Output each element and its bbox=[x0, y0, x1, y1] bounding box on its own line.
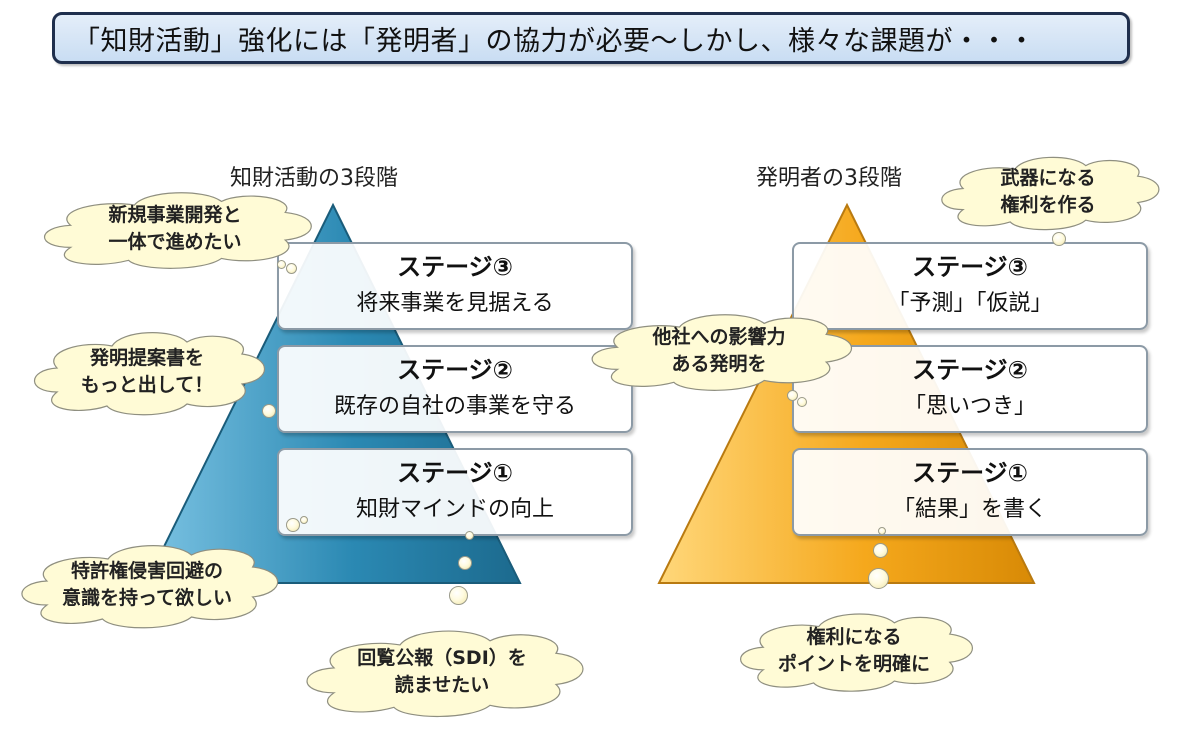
cloud-outline bbox=[741, 614, 973, 691]
stage-description: 「結果」を書く bbox=[892, 497, 1047, 522]
right-stage-2: ステージ② 「思いつき」 bbox=[792, 345, 1148, 433]
stage-description: 既存の自社の事業を守る bbox=[333, 394, 576, 419]
cloud-tail-dot bbox=[797, 397, 807, 407]
cloud-tail-dot bbox=[286, 518, 300, 532]
cloud-outline bbox=[592, 315, 851, 391]
cloud-tail-dot bbox=[787, 390, 798, 401]
left-stage-2: ステージ② 既存の自社の事業を守る bbox=[277, 345, 633, 433]
stage-name: ステージ③ bbox=[912, 253, 1028, 281]
cloud-tail-dot bbox=[873, 543, 888, 558]
stage-name: ステージ② bbox=[912, 356, 1028, 384]
cloud-weapon: 武器になる権利を作る bbox=[930, 148, 1166, 236]
cloud-text: 回覧公報（SDI）を読ませたい bbox=[357, 647, 527, 696]
cloud-outline bbox=[942, 157, 1159, 229]
cloud-right-point: 権利になるポイントを明確に bbox=[728, 604, 980, 698]
cloud-text: 権利になるポイントを明確に bbox=[777, 626, 930, 675]
cloud-tail-dot bbox=[1052, 232, 1066, 246]
left-stage-3: ステージ③ 将来事業を見据える bbox=[277, 242, 633, 330]
cloud-tail-dot bbox=[465, 531, 474, 540]
cloud-outline bbox=[45, 193, 312, 269]
stage-description: 知財マインドの向上 bbox=[355, 497, 554, 522]
page-title: 「知財活動」強化には「発明者」の協力が必要〜しかし、様々な課題が・・・ bbox=[52, 12, 1130, 64]
cloud-proposal: 発明提案書をもっと出して！ bbox=[22, 322, 272, 422]
stage-description: 「予測」「仮説」 bbox=[887, 291, 1053, 316]
cloud-tail-dot bbox=[277, 260, 286, 269]
cloud-text: 発明提案書をもっと出して！ bbox=[80, 347, 214, 396]
cloud-new-business: 新規事業開発と一体で進めたい bbox=[30, 183, 320, 275]
cloud-impact: 他社への影響力ある発明を bbox=[578, 305, 860, 397]
stage-name: ステージ② bbox=[397, 356, 513, 384]
left-stage-1: ステージ① 知財マインドの向上 bbox=[277, 448, 633, 536]
stage-description: 「思いつき」 bbox=[903, 394, 1036, 419]
stage-name: ステージ③ bbox=[397, 253, 513, 281]
cloud-tail-dot bbox=[286, 263, 297, 274]
stage-name: ステージ① bbox=[397, 459, 513, 487]
stage-description: 将来事業を見据える bbox=[356, 291, 554, 316]
cloud-tail-dot bbox=[868, 568, 889, 589]
right-stage-1: ステージ① 「結果」を書く bbox=[792, 448, 1148, 536]
cloud-outline bbox=[22, 546, 278, 628]
cloud-sdi: 回覧公報（SDI）を読ませたい bbox=[292, 620, 592, 724]
cloud-tail-dot bbox=[300, 516, 308, 524]
cloud-infringement: 特許権侵害回避の意識を持って欲しい bbox=[8, 535, 286, 635]
right-stage-3: ステージ③ 「予測」「仮説」 bbox=[792, 242, 1148, 330]
cloud-outline bbox=[35, 333, 265, 415]
cloud-tail-dot bbox=[878, 527, 886, 535]
right-pyramid-heading: 発明者の3段階 bbox=[756, 166, 902, 191]
cloud-text: 特許権侵害回避の意識を持って欲しい bbox=[61, 560, 233, 609]
cloud-tail-dot bbox=[449, 586, 468, 605]
stage-name: ステージ① bbox=[912, 459, 1028, 487]
cloud-text: 武器になる権利を作る bbox=[1000, 167, 1096, 216]
left-pyramid-heading: 知財活動の3段階 bbox=[230, 166, 398, 191]
cloud-tail-dot bbox=[458, 556, 472, 570]
cloud-text: 他社への影響力ある発明を bbox=[652, 326, 786, 375]
cloud-text: 新規事業開発と一体で進めたい bbox=[108, 204, 242, 253]
cloud-outline bbox=[307, 631, 583, 716]
cloud-tail-dot bbox=[262, 404, 276, 418]
